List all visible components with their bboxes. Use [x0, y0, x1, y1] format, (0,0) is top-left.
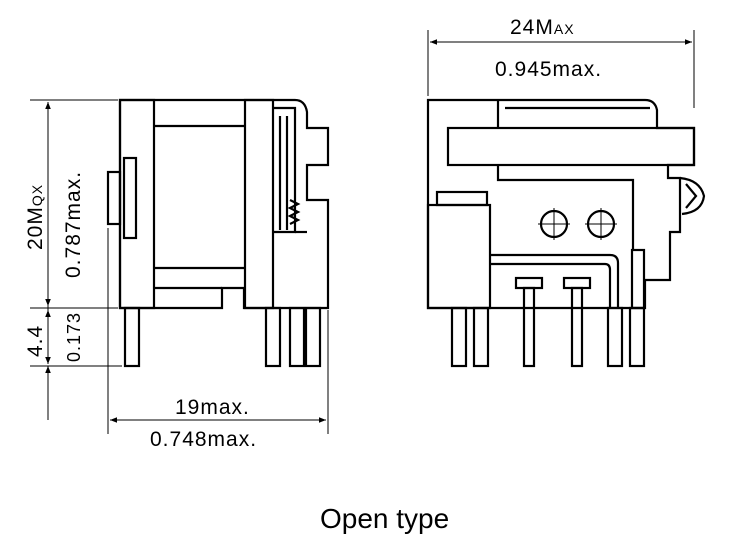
side-view: [106, 98, 330, 368]
top-width-mm-sub: AX: [554, 21, 575, 37]
height-dimension: 20MQX 0.787max. 4.4 0.173: [24, 99, 122, 420]
bottom-width-mm-label: 19max.: [175, 396, 250, 419]
svg-text:20MQX: 20MQX: [24, 184, 47, 250]
top-width-mm-label: 24M: [510, 16, 554, 39]
height-mm-sub: QX: [29, 184, 45, 206]
top-width-dimension: 24MAX 0.945max.: [427, 16, 695, 108]
height-in-label: 0.787max.: [62, 171, 85, 278]
pin-length-mm-label: 4.4: [24, 325, 47, 357]
bottom-width-in-label: 0.748max.: [150, 428, 257, 451]
bottom-width-dimension: 19max. 0.748max.: [107, 228, 329, 451]
top-width-in-label: 0.945max.: [495, 58, 602, 81]
drawing-caption: Open type: [320, 503, 449, 534]
pin-length-in-label: 0.173: [64, 312, 84, 362]
height-mm-label: 20M: [24, 206, 47, 250]
svg-text:24MAX: 24MAX: [510, 16, 575, 39]
front-view: [426, 98, 706, 368]
